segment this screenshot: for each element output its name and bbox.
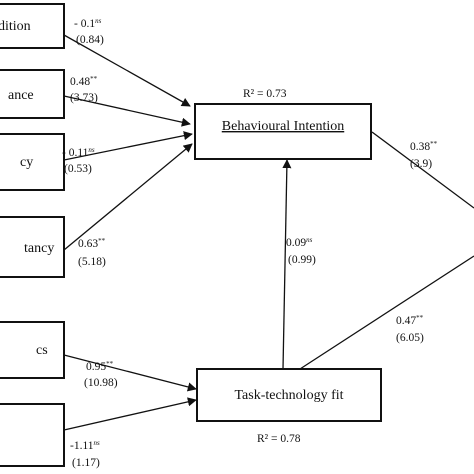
coef-t: (10.98) xyxy=(84,377,118,389)
coef-value: 0.95 xyxy=(86,361,106,373)
coef-t: (0.99) xyxy=(288,254,316,266)
coef-efficacy-bi: - 0.11ns (0.53) xyxy=(62,146,95,175)
svg-text:0.09ns: 0.09ns xyxy=(286,236,313,249)
coef-value: 0.47 xyxy=(396,315,416,327)
coef-sig: ** xyxy=(106,360,114,368)
node-expectancy: tancy xyxy=(0,216,65,278)
node-expectancy-label: tancy xyxy=(24,241,54,256)
node-efficacy: cy xyxy=(0,133,65,191)
svg-text:- 0.11ns: - 0.11ns xyxy=(62,146,95,159)
coef-sig: ** xyxy=(90,75,98,83)
edge-technology-to-ttf xyxy=(63,397,197,431)
node-task-technology-fit: Task-technology fit xyxy=(196,368,382,422)
behavioural-intention-label: Behavioural Intention xyxy=(222,119,344,134)
coef-t: (5.18) xyxy=(78,256,106,268)
coef-sig: ** xyxy=(98,237,106,245)
node-characteristics-label: cs xyxy=(36,343,48,358)
coef-bi-outcome: 0.38** (3.9) xyxy=(410,140,438,170)
coef-value: 0.38 xyxy=(410,141,430,153)
node-performance: ance xyxy=(0,69,65,119)
coef-sig: ns xyxy=(306,236,313,244)
coef-condition-bi: - 0.1ns (0.84) xyxy=(74,17,104,46)
edge-efficacy-to-bi xyxy=(63,131,193,161)
coef-sig: ns xyxy=(94,439,101,447)
edge-characteristics-to-ttf xyxy=(63,354,197,392)
node-efficacy-label: cy xyxy=(20,155,33,170)
coef-value: - 0.1 xyxy=(74,18,95,30)
coef-sig: ** xyxy=(430,140,438,148)
edge-expectancy-to-bi xyxy=(63,143,193,251)
node-behavioural-intention: Behavioural Intention xyxy=(194,103,372,160)
coef-value: 0.09 xyxy=(286,237,306,249)
node-condition: dition xyxy=(0,3,65,49)
coef-value: 0.63 xyxy=(78,238,98,250)
edge-ttf-to-outcome xyxy=(299,255,474,370)
coef-t: (3.73) xyxy=(70,92,98,104)
coef-sig: ** xyxy=(416,314,424,322)
coef-value: -1.11 xyxy=(70,440,94,452)
node-technology xyxy=(0,403,65,467)
svg-text:0.63**: 0.63** xyxy=(78,237,106,250)
edge-bi-to-outcome xyxy=(371,131,474,209)
svg-text:- 0.1ns: - 0.1ns xyxy=(74,17,102,30)
coef-sig: ns xyxy=(95,17,102,25)
svg-text:0.38**: 0.38** xyxy=(410,140,438,153)
coef-performance-bi: 0.48** (3.73) xyxy=(70,75,98,104)
task-technology-fit-r2: R² = 0.78 xyxy=(257,433,301,445)
coef-ttf-outcome: 0.47** (6.05) xyxy=(396,314,424,344)
coef-t: (6.05) xyxy=(396,332,424,344)
coef-ttf-bi: 0.09ns (0.99) xyxy=(286,236,316,266)
coef-t: (0.84) xyxy=(76,34,104,46)
coef-value: - 0.11 xyxy=(62,147,89,159)
node-characteristics: cs xyxy=(0,321,65,379)
node-condition-label: dition xyxy=(0,19,31,34)
coef-sig: ns xyxy=(88,146,95,154)
svg-text:0.48**: 0.48** xyxy=(70,75,98,88)
behavioural-intention-r2: R² = 0.73 xyxy=(243,88,287,100)
edge-condition-to-bi xyxy=(63,34,191,107)
edge-performance-to-bi xyxy=(63,95,191,127)
edge-ttf-to-bi xyxy=(282,159,292,370)
coef-technology-ttf: -1.11ns (1.17) xyxy=(70,439,100,469)
coef-t: (3.9) xyxy=(410,158,432,170)
coef-expectancy-bi: 0.63** (5.18) xyxy=(78,237,106,268)
svg-text:-1.11ns: -1.11ns xyxy=(70,439,100,452)
task-technology-fit-label: Task-technology fit xyxy=(234,388,343,403)
coef-t: (0.53) xyxy=(64,163,92,175)
svg-text:0.95**: 0.95** xyxy=(86,360,114,373)
svg-text:0.47**: 0.47** xyxy=(396,314,424,327)
coef-t: (1.17) xyxy=(72,457,100,469)
coef-value: 0.48 xyxy=(70,76,90,88)
node-performance-label: ance xyxy=(8,88,34,103)
coef-characteristics-ttf: 0.95** (10.98) xyxy=(84,360,118,389)
